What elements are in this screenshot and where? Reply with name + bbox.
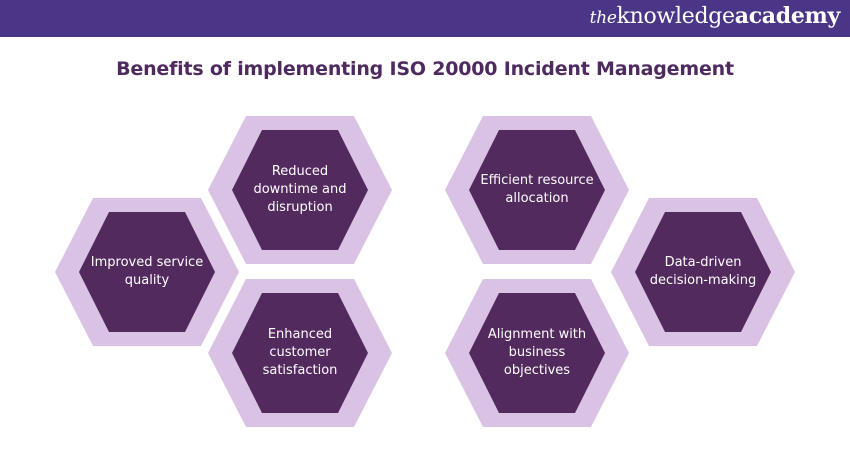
benefit-label-reduced-downtime: Reduced downtime and disruption <box>253 164 347 215</box>
page-title: Benefits of implementing ISO 20000 Incid… <box>116 58 734 80</box>
hexagon-improved-service <box>55 198 239 346</box>
brand-logo: theknowledgeacademy <box>589 3 841 29</box>
hexagon-alignment <box>445 279 629 427</box>
hexagon-data-driven <box>611 198 795 346</box>
hexagon-enhanced-satisfaction <box>208 279 392 427</box>
hexagon-efficient-allocation <box>445 116 629 264</box>
hexagon-inner <box>232 130 368 250</box>
hexagon-inner <box>79 212 215 332</box>
hexagon-inner <box>635 212 771 332</box>
benefit-label-data-driven: Data-driven decision-making <box>649 255 757 288</box>
hexagon-inner <box>469 293 605 413</box>
hexagon-inner <box>232 293 368 413</box>
benefit-label-alignment: Alignment with business objectives <box>487 327 587 378</box>
header-bar: theknowledgeacademy <box>0 0 850 37</box>
hexagon-reduced-downtime <box>208 116 392 264</box>
benefit-label-improved-service: Improved service quality <box>90 255 204 288</box>
hexagon-inner <box>469 130 605 250</box>
benefit-label-efficient-allocation: Efficient resource allocation <box>480 173 594 206</box>
benefit-label-enhanced-satisfaction: Enhanced customer satisfaction <box>262 327 338 378</box>
